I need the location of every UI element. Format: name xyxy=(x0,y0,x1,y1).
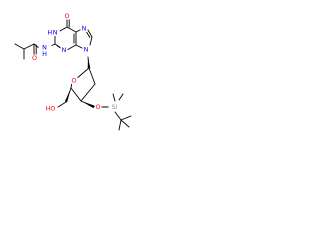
bond-carbonyl-ch xyxy=(23,43,35,50)
bond-group xyxy=(14,18,132,131)
silicon-label: Si xyxy=(112,103,118,111)
bond-si-methyl-1 xyxy=(112,93,116,102)
bond-c1prime-o xyxy=(75,67,90,80)
bond-n7-c8-double xyxy=(85,30,91,38)
bond-ch-methyl-up xyxy=(14,43,25,50)
wedge-c3prime-o xyxy=(81,101,95,109)
hydroxyl-label: HO xyxy=(46,105,56,113)
atom-labels: O N H N N N O N H O HO O Si xyxy=(31,12,121,113)
bond-c6-n1 xyxy=(59,26,68,32)
carbonyl-oxygen-label: O xyxy=(64,12,69,20)
bond-c8-n9 xyxy=(89,36,93,46)
bond-si-methyl-2 xyxy=(118,93,124,101)
ether-oxygen-label: O xyxy=(95,103,100,111)
bond-c6-c5 xyxy=(66,26,77,33)
bond-n3-c4 xyxy=(66,44,77,51)
wedge-c4prime-ch2 xyxy=(64,88,71,103)
ring-n1-label: N xyxy=(53,29,58,37)
bond-ch2-oh xyxy=(57,101,67,108)
bond-c2prime-c3prime xyxy=(80,83,96,102)
bond-n9-c4 xyxy=(75,44,84,49)
bond-tbu-methyl-1 xyxy=(120,115,132,121)
ring-n1-hydrogen-label: H xyxy=(47,29,52,37)
ring-oxygen-label: O xyxy=(71,77,76,85)
molecule-structure: O N H N N N O N H O HO O Si xyxy=(14,12,132,131)
wedge-n9-c1prime xyxy=(87,57,91,69)
bond-c1prime-c2prime xyxy=(88,67,96,85)
bond-n7-c8 xyxy=(87,29,93,38)
imidazole-n9-label: N xyxy=(84,46,89,54)
amide-oxygen-label: O xyxy=(32,54,37,62)
bond-tbu-methyl-3 xyxy=(118,119,122,131)
bond-si-tertbutyl xyxy=(114,111,122,121)
amide-hydrogen-label: H xyxy=(42,50,47,58)
ring-n3-label: N xyxy=(62,46,67,54)
amide-nitrogen-label: N xyxy=(42,44,47,52)
stereo-marks xyxy=(64,57,95,109)
imidazole-n7-label: N xyxy=(82,25,87,33)
bond-c3prime-c4prime xyxy=(70,87,82,102)
bond-tbu-methyl-2 xyxy=(120,119,130,128)
bond-c5-n7 xyxy=(75,29,82,33)
